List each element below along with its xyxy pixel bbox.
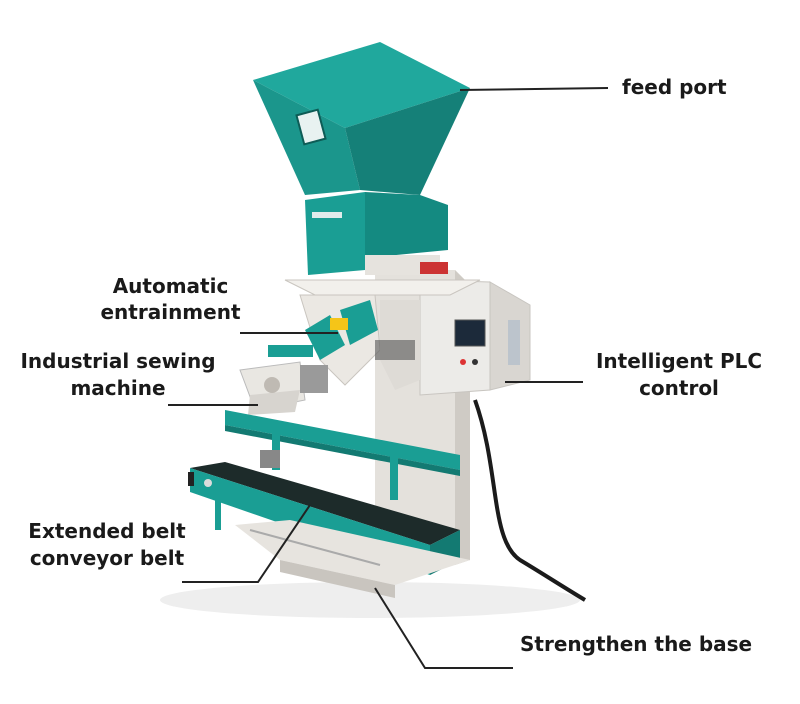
label-automatic: Automatic [112, 274, 229, 298]
plc-button-black [472, 359, 478, 365]
belt-surface [190, 462, 460, 545]
base [235, 520, 470, 598]
plc-screen [454, 319, 486, 347]
label-extended-belt: Extended belt [28, 519, 186, 543]
label-conveyor-belt: conveyor belt [29, 546, 185, 570]
sewing-motor [300, 365, 328, 393]
leader-base [374, 587, 513, 669]
label-feed-port: feed port [622, 75, 727, 99]
leader-belt [182, 504, 311, 583]
plc-button-red [460, 359, 466, 365]
leader-feed-port [459, 87, 609, 91]
floor-shadow [160, 582, 580, 618]
label-machine: machine [70, 376, 166, 400]
dosing-box [305, 192, 448, 275]
warning-sticker [330, 318, 348, 330]
sewing-head-mount [268, 345, 313, 357]
belt-bolt [204, 479, 212, 487]
label-strengthen-base: Strengthen the base [520, 632, 753, 656]
label-entrainment: entrainment [100, 300, 241, 324]
hopper-window [295, 108, 327, 146]
label-control: control [639, 376, 719, 400]
label-intelligent-plc: Intelligent PLC [595, 349, 763, 373]
sewing-machine [239, 345, 328, 415]
motor-cap [420, 262, 448, 274]
chain [375, 340, 415, 360]
power-cable [473, 399, 587, 602]
feed-hopper [253, 42, 470, 195]
bag-clamp [305, 300, 378, 360]
plc-cabinet [419, 279, 531, 396]
frame-top [284, 279, 481, 296]
label-industrial-sewing: Industrial sewing [20, 349, 216, 373]
leader-lines [168, 87, 609, 669]
belt-motor [260, 450, 280, 468]
plc-side-label [508, 320, 520, 365]
dosing-handle [312, 212, 342, 218]
